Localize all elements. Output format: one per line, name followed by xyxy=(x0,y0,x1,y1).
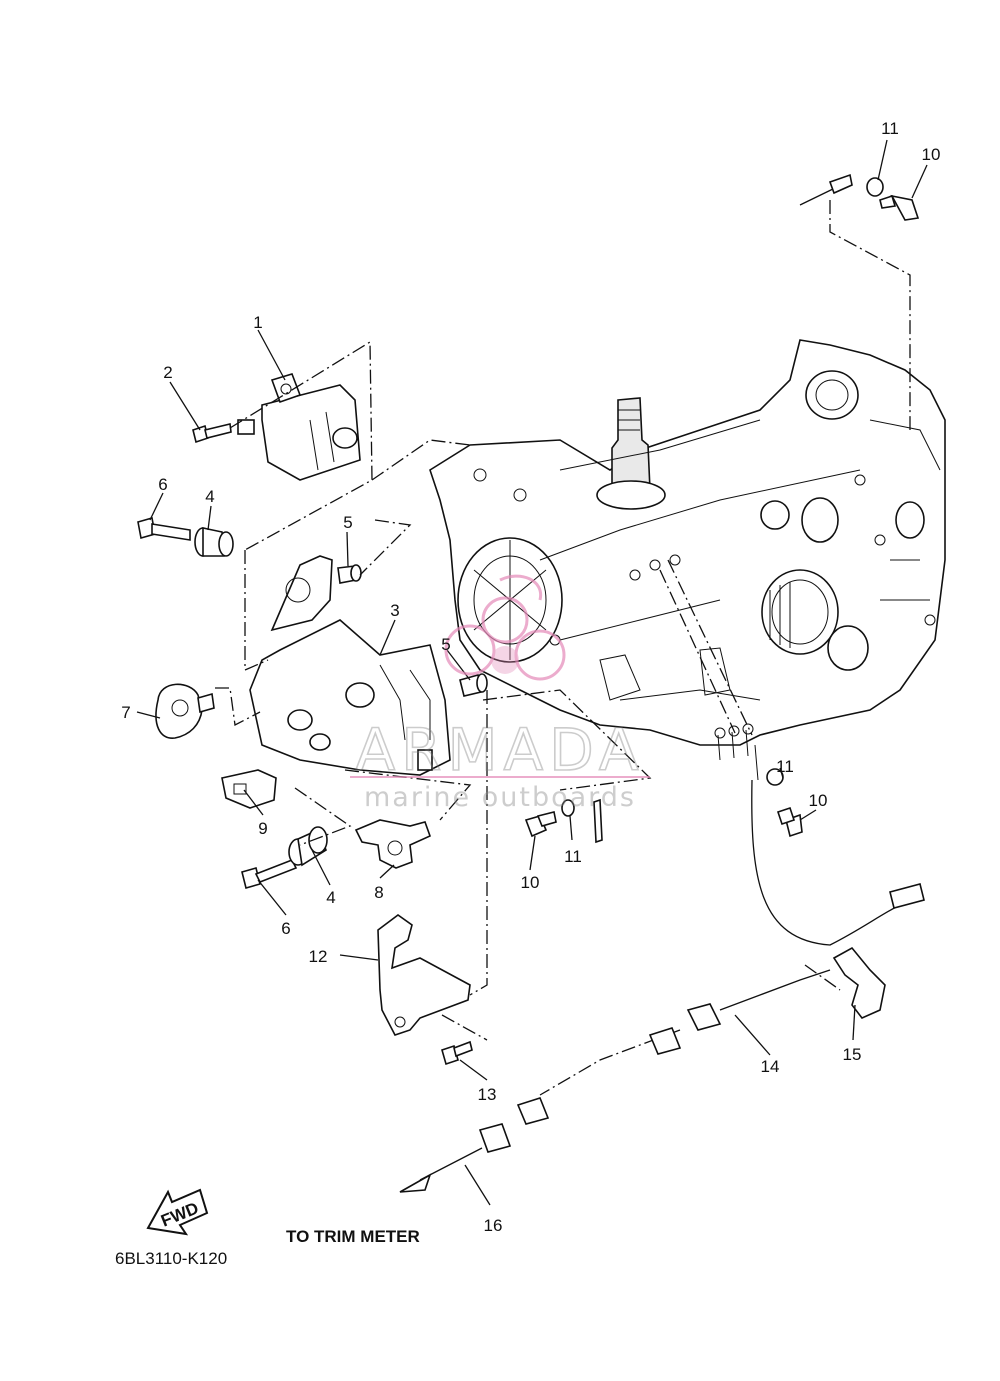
bolt-13 xyxy=(441,1040,473,1066)
callout-4-upper: 4 xyxy=(205,487,214,506)
engine-block xyxy=(429,339,946,746)
watermark: ARMADA marine outboards xyxy=(350,574,650,813)
clamp-8 xyxy=(354,819,432,869)
bolt-2 xyxy=(192,423,232,444)
trim-meter-label: TO TRIM METER xyxy=(286,1227,420,1246)
callout-10-middle: 10 xyxy=(521,873,540,892)
bolt-10-middle xyxy=(524,811,557,838)
callout-1: 1 xyxy=(253,313,262,332)
clamp-15 xyxy=(832,946,886,1019)
callout-6-upper: 6 xyxy=(158,475,167,494)
electrical-bracket xyxy=(249,555,451,776)
ignition-coil xyxy=(237,373,361,481)
callout-4-lower: 4 xyxy=(326,888,335,907)
callout-10-top: 10 xyxy=(922,145,941,164)
grommet-4-upper xyxy=(194,527,234,557)
callout-9: 9 xyxy=(258,819,267,838)
watermark-tagline: marine outboards xyxy=(364,782,636,813)
grommet-4-lower xyxy=(288,826,328,867)
callout-11-right: 11 xyxy=(776,757,794,776)
callout-14: 14 xyxy=(761,1057,780,1076)
collar-5-upper xyxy=(337,564,362,584)
diagram-code: 6BL3110-K120 xyxy=(115,1249,227,1268)
bolt-6-lower xyxy=(241,858,298,889)
callout-labels: 1 2 3 4 4 5 5 6 6 7 8 9 10 10 10 11 11 1… xyxy=(121,119,940,1235)
bolt-10-top xyxy=(879,194,920,221)
callout-7: 7 xyxy=(121,703,130,722)
assembly-lines xyxy=(215,200,911,1041)
holder-9 xyxy=(221,769,277,809)
trim-sensor-harness xyxy=(399,779,925,1193)
callout-5-lower: 5 xyxy=(441,635,450,654)
callout-10-right: 10 xyxy=(809,791,828,810)
callout-6-lower: 6 xyxy=(281,919,290,938)
washer-11-middle xyxy=(561,798,603,844)
collar-5-lower xyxy=(459,673,488,697)
callout-13: 13 xyxy=(478,1085,497,1104)
callout-16: 16 xyxy=(484,1216,503,1235)
terminal-top xyxy=(799,173,853,206)
bolt-10-right xyxy=(776,806,803,838)
callout-5-upper: 5 xyxy=(343,513,352,532)
washer-11-top xyxy=(866,177,884,197)
clamp-7 xyxy=(155,683,215,739)
callout-15: 15 xyxy=(843,1045,862,1064)
callout-11-top: 11 xyxy=(881,119,899,138)
callout-3: 3 xyxy=(390,601,399,620)
callout-12: 12 xyxy=(309,947,328,966)
watermark-brand: ARMADA xyxy=(355,716,644,784)
bracket-12 xyxy=(377,914,471,1036)
callout-8: 8 xyxy=(374,883,383,902)
callout-11-middle: 11 xyxy=(564,847,582,866)
ground-terminals xyxy=(714,723,759,781)
fwd-arrow-icon: FWD xyxy=(146,1188,209,1236)
bolt-6-upper xyxy=(137,516,191,541)
callout-2: 2 xyxy=(163,363,172,382)
watermark-logo-icon xyxy=(444,574,566,681)
